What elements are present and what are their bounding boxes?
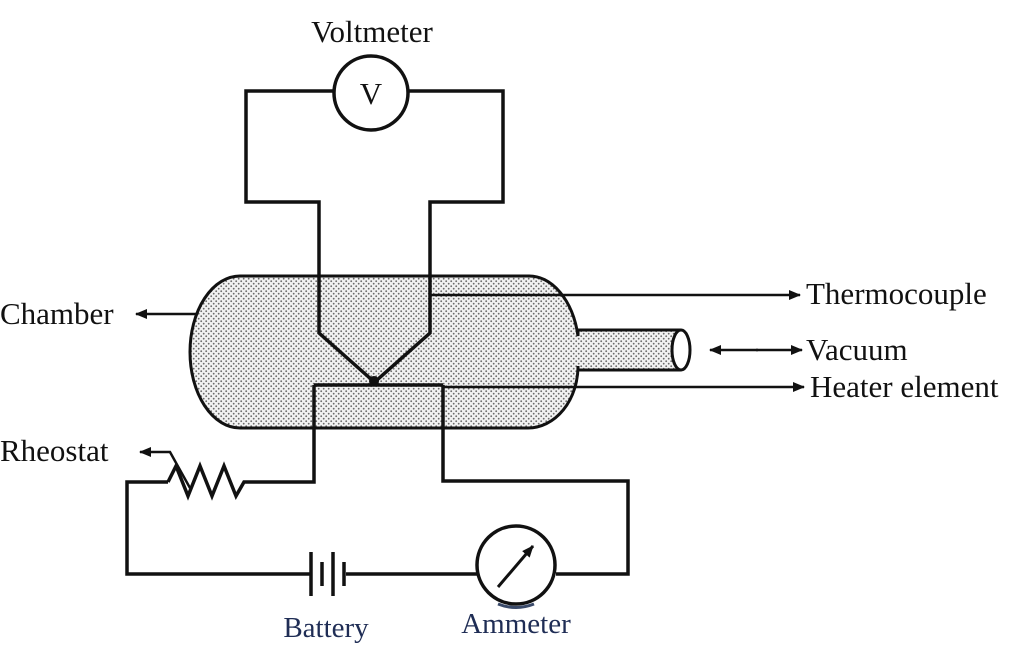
rheostat-resistor — [166, 461, 256, 501]
vacuum-label: Vacuum — [806, 332, 908, 367]
voltmeter-label: Voltmeter — [311, 14, 433, 49]
voltmeter-dial — [332, 54, 410, 132]
heater-lead-right — [441, 385, 630, 576]
vacuum-port-opening — [670, 328, 692, 372]
circuit-wire-left — [125, 480, 311, 576]
ammeter — [475, 524, 557, 609]
thermocouple-wire-left — [244, 89, 374, 382]
thermocouple-wire-right — [375, 89, 505, 382]
heater-element-label: Heater element — [810, 369, 999, 404]
voltmeter: V — [332, 54, 410, 132]
battery — [309, 552, 346, 596]
ammeter-needle-arrow — [496, 545, 535, 588]
voltmeter-symbol: V — [360, 76, 383, 111]
rheostat-label: Rheostat — [0, 433, 109, 468]
rheostat-wiper-arrow — [139, 447, 192, 489]
thermocouple-label: Thermocouple — [806, 276, 987, 311]
ammeter-label: Ammeter — [461, 608, 571, 640]
ammeter-base — [497, 602, 535, 609]
chamber-label: Chamber — [0, 296, 114, 331]
chamber — [188, 274, 692, 430]
chamber-body — [188, 274, 682, 430]
heater-lead-left — [256, 385, 316, 484]
rheostat — [139, 447, 256, 501]
battery-label: Battery — [283, 612, 369, 644]
